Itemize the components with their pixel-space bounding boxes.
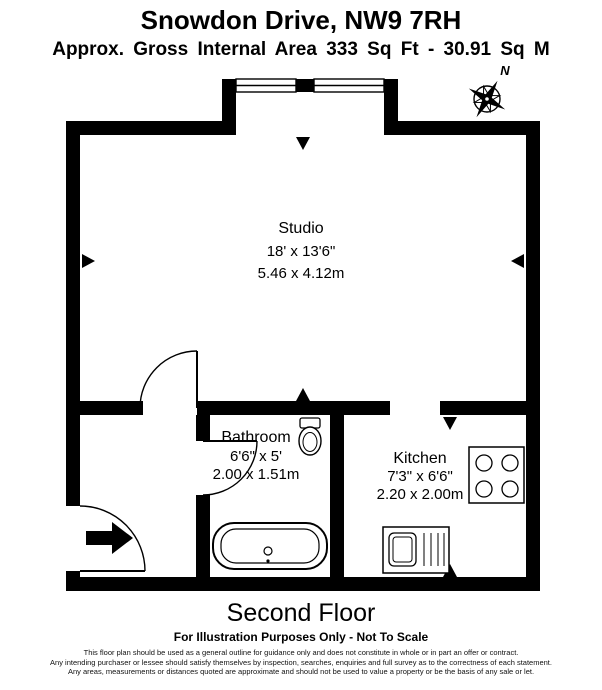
kitchen-sink <box>382 526 450 574</box>
compass-hub <box>484 96 490 102</box>
wall-right <box>526 121 540 591</box>
bathroom-dim-imperial: 6'6" x 5' <box>230 448 282 465</box>
door-swing-arc <box>139 350 198 409</box>
kitchen-dim-metric: 2.20 x 2.00m <box>377 486 464 503</box>
floor-name: Second Floor <box>226 599 376 627</box>
measurement-markers <box>82 137 524 577</box>
wall-bay-left <box>222 79 236 135</box>
wall-top-left <box>66 121 222 135</box>
room-labels: Studio 18' x 13'6" 5.46 x 4.12m Bathroom… <box>213 220 464 503</box>
entrance-arrow-icon <box>86 522 133 554</box>
wall-bathroom-right <box>330 415 344 577</box>
measurement-arrowhead <box>82 254 95 268</box>
hob-icon <box>468 446 525 504</box>
studio-name: Studio <box>278 220 323 237</box>
kitchen-name: Kitchen <box>393 450 446 467</box>
hob-burner <box>501 480 519 498</box>
wall-interior-left <box>80 401 143 415</box>
kitchen-dim-imperial: 7'3" x 6'6" <box>387 468 453 485</box>
floor-plan-drawing: N <box>66 63 540 591</box>
disclaimer-line: Any intending purchaser or lessee should… <box>50 657 552 667</box>
measurement-arrowhead <box>296 137 310 150</box>
toilet-bowl-inner <box>302 432 318 452</box>
sink-bowl-inner <box>392 536 413 563</box>
measurement-arrowhead <box>443 417 457 430</box>
wall-interior-kitchen <box>440 401 526 415</box>
disclaimer: This floor plan should be used as a gene… <box>0 648 602 677</box>
area-subtitle: Approx. Gross Internal Area 333 Sq Ft - … <box>52 39 550 60</box>
toilet <box>298 417 322 456</box>
studio-dim-imperial: 18' x 13'6" <box>267 243 336 260</box>
bathroom-dim-metric: 2.00 x 1.51m <box>213 466 300 483</box>
bathroom-name: Bathroom <box>221 429 290 446</box>
page-title: Snowdon Drive, NW9 7RH <box>140 5 462 35</box>
bathtub-plug <box>266 559 270 563</box>
compass-rose-icon: N <box>468 63 510 118</box>
compass-north-label: N <box>500 63 510 78</box>
studio-dim-metric: 5.46 x 4.12m <box>258 265 345 282</box>
wall-bay-right <box>384 79 398 135</box>
walls <box>66 79 540 591</box>
bathtub-inner <box>220 528 320 564</box>
disclaimer-line: Any areas, measurements or distances quo… <box>67 667 535 676</box>
wall-bathroom-left-stub <box>196 415 210 441</box>
wall-top-right <box>398 121 540 135</box>
bathtub-drain <box>263 546 273 556</box>
bathtub <box>212 522 328 570</box>
wall-interior-main <box>197 401 390 415</box>
measurement-arrowhead <box>296 388 310 401</box>
disclaimer-line: This floor plan should be used as a gene… <box>83 648 519 657</box>
hob-burner <box>501 454 519 472</box>
door-swing-arc <box>202 440 258 496</box>
wall-left-upper <box>66 121 80 506</box>
windows <box>235 78 385 93</box>
hob-burner <box>475 454 493 472</box>
wall-bathroom-left-lower <box>196 495 210 577</box>
measurement-arrowhead <box>511 254 524 268</box>
wall-bottom <box>66 577 540 591</box>
doors <box>79 350 258 572</box>
hob-burner <box>475 480 493 498</box>
illustration-note: For Illustration Purposes Only - Not To … <box>173 630 429 644</box>
wall-bay-pier <box>296 79 314 92</box>
door-swing-arc <box>79 505 146 572</box>
